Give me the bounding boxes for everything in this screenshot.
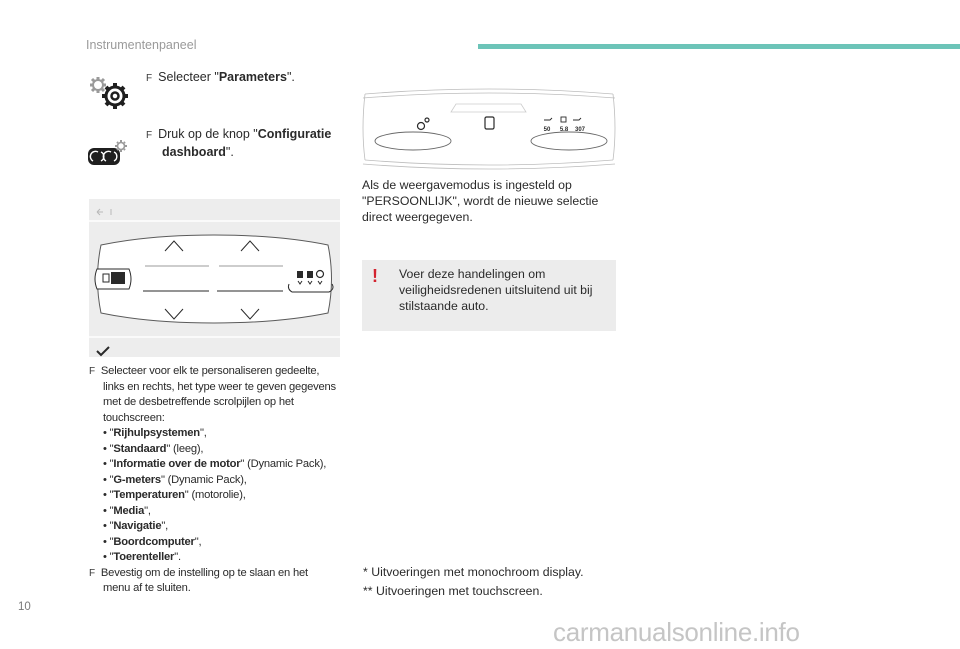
monochrome-display-illustration: 50 5.8 307 bbox=[362, 88, 616, 170]
list-item: • "Rijhulpsystemen", bbox=[103, 427, 207, 439]
display-mode-note: Als de weergavemodus is ingesteld op "PE… bbox=[362, 177, 612, 225]
trip-icon bbox=[573, 117, 582, 121]
scroll-up-arrow-right bbox=[240, 240, 260, 252]
intro-line-0: Selecteer voor elk te personaliseren ged… bbox=[100, 365, 320, 377]
list-item: • "G-meters" (Dynamic Pack), bbox=[103, 473, 247, 486]
list-item: • "Informatie over de motor" (Dynamic Pa… bbox=[103, 458, 327, 470]
watermark: carmanualsonline.info bbox=[553, 617, 800, 647]
footnote-touchscreen: ** Uitvoeringen met touchscreen. bbox=[363, 584, 543, 598]
warning-line-2: stilstaande auto. bbox=[399, 299, 489, 313]
scroll-up-arrow-left bbox=[164, 240, 184, 252]
step-press-configuration: F Druk op de knop "Configuratie dashboard… bbox=[146, 126, 346, 160]
fuel-icon bbox=[560, 116, 567, 123]
step1-suffix: ". bbox=[286, 70, 295, 84]
warning-text: Voer deze handelingen om veiligheidsrede… bbox=[399, 266, 609, 314]
intro-line-2: met de desbetreffende scrolpijlen op het bbox=[103, 396, 294, 408]
step2-bold2: dashboard bbox=[162, 145, 226, 159]
display-value-0: 50 bbox=[544, 127, 551, 133]
arrow-bullet-icon: F bbox=[146, 73, 153, 84]
step2-suffix: ". bbox=[225, 145, 234, 159]
scroll-down-arrow-right bbox=[240, 308, 260, 320]
footnote-monochrome: * Uitvoeringen met monochroom display. bbox=[363, 565, 584, 579]
list-item: • "Standaard" (leeg), bbox=[103, 442, 204, 455]
arrow-bullet-icon: F bbox=[89, 567, 95, 579]
outro-line-1: menu af te sluiten. bbox=[103, 582, 191, 594]
dashboard-config-icon bbox=[88, 140, 127, 165]
list-item: • "Boordcomputer", bbox=[103, 535, 202, 548]
step2-bold1: Configuratie bbox=[257, 127, 332, 141]
touchscreen-configuration-illustration bbox=[89, 199, 340, 357]
confirm-check-icon bbox=[96, 346, 110, 357]
step1-bold: Parameters bbox=[218, 70, 287, 84]
step1-prefix: Selecteer " bbox=[158, 70, 219, 84]
arrow-bullet-icon: F bbox=[146, 130, 153, 141]
phone-icon bbox=[484, 116, 495, 130]
page-number: 10 bbox=[18, 601, 31, 613]
touchscreen-drawing bbox=[89, 208, 340, 357]
section-accent-bar bbox=[478, 44, 960, 49]
section-title: Instrumentenpaneel bbox=[86, 38, 197, 52]
scroll-down-arrow-left bbox=[164, 308, 184, 320]
arrow-bullet-icon: F bbox=[89, 366, 95, 377]
mode-line-2: direct weergegeven. bbox=[362, 210, 473, 224]
intro-line-3: touchscreen: bbox=[103, 411, 165, 424]
exclamation-icon: ! bbox=[372, 266, 378, 286]
range-icon bbox=[544, 117, 553, 121]
list-item: • "Temperaturen" (motorolie), bbox=[103, 489, 246, 501]
warning-box bbox=[362, 260, 616, 331]
mode-line-1: "PERSOONLIJK", wordt de nieuwe selectie bbox=[362, 194, 599, 208]
list-item: • "Toerenteller". bbox=[103, 551, 181, 563]
warning-line-1: veiligheidsredenen uitsluitend uit bij bbox=[399, 283, 593, 297]
outro-line-0: Bevestig om de instelling op te slaan en… bbox=[100, 566, 308, 579]
personalise-instructions: F Selecteer voor elk te personaliseren ge… bbox=[89, 364, 345, 597]
display-value-2: 307 bbox=[575, 127, 586, 133]
gear-icon bbox=[90, 77, 128, 109]
list-item: • "Media", bbox=[103, 504, 151, 517]
back-arrow-icon bbox=[96, 208, 103, 216]
step-select-parameters: F Selecteer "Parameters". bbox=[146, 69, 336, 87]
gear-icon bbox=[416, 117, 430, 131]
step2-prefix: Druk op de knop " bbox=[158, 127, 258, 141]
intro-line-1: links en rechts, het type weer te geven … bbox=[103, 380, 336, 393]
list-item: • "Navigatie", bbox=[103, 520, 169, 532]
display-value-1: 5.8 bbox=[560, 127, 569, 133]
mode-line-0: Als de weergavemodus is ingesteld op bbox=[362, 178, 572, 192]
warning-line-0: Voer deze handelingen om bbox=[399, 267, 546, 281]
